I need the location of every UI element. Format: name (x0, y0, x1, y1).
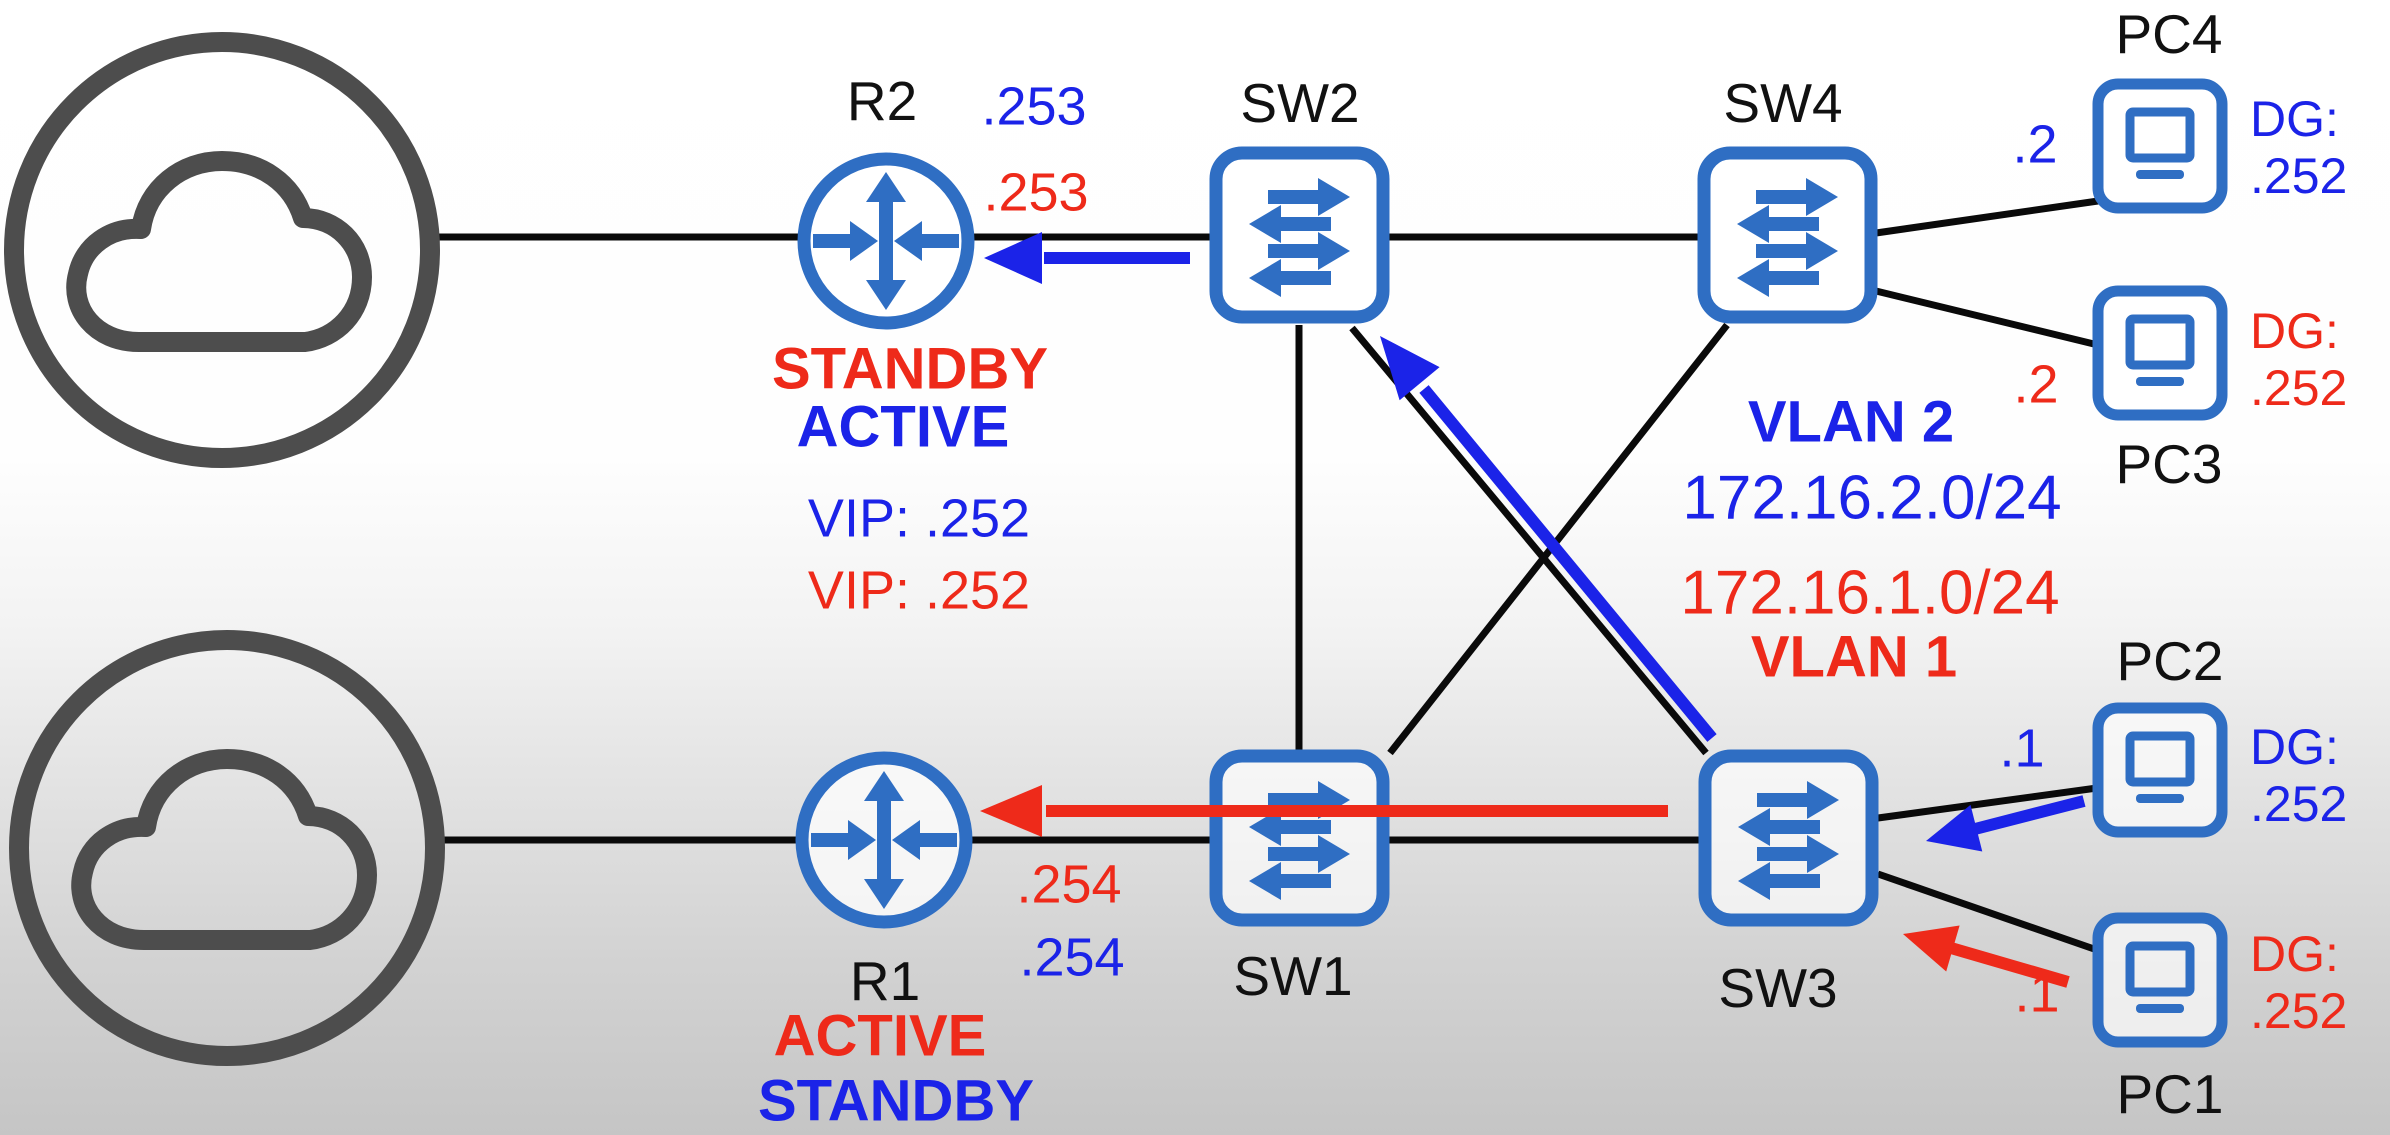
vlan1-subnet: 172.16.1.0/24 (1680, 558, 2060, 628)
switch-sw2-node (1208, 145, 1391, 325)
pc3-ip: .2 (2013, 354, 2059, 415)
pc-icon (2092, 285, 2228, 421)
router-r2-node (795, 150, 977, 332)
pc1-label: PC1 (2116, 1063, 2224, 1126)
switch-icon (1209, 749, 1390, 927)
r1-role-active: ACTIVE (773, 1003, 987, 1069)
switch-sw3-node (1697, 748, 1880, 928)
cloud-top-node (4, 32, 440, 468)
r2-vip-red: VIP: .252 (807, 560, 1031, 621)
vlan1-name: VLAN 1 (1750, 624, 1958, 690)
pc3-dg-label: DG: (2250, 303, 2339, 359)
pc1-dg: DG: .252 (2250, 926, 2347, 1040)
cloud-icon (9, 630, 445, 1066)
blue-arrow-sw2-to-r2 (984, 232, 1190, 284)
pc3-dg-value: .252 (2250, 360, 2348, 416)
vlan2-subnet: 172.16.2.0/24 (1682, 463, 2062, 533)
pc1-dg-label: DG: (2250, 926, 2339, 982)
pc4-dg: DG: .252 (2250, 91, 2347, 205)
r1-role-standby: STANDBY (757, 1068, 1035, 1134)
blue-arrow-sw3-to-sw2 (1380, 336, 1717, 742)
blue-arrow-pc2-to-sw3 (1926, 795, 2086, 852)
link-sw3-pc1 (1876, 870, 2099, 954)
sw2-label: SW2 (1240, 72, 1360, 135)
sw1-label: SW1 (1233, 945, 1353, 1008)
r2-role-standby: STANDBY (771, 336, 1049, 402)
pc2-node (2092, 702, 2228, 838)
r2-vip-blue: VIP: .252 (807, 488, 1031, 549)
pc2-dg: DG: .252 (2250, 719, 2347, 833)
pc-icon (2092, 912, 2228, 1048)
r1-label: R1 (849, 950, 921, 1013)
pc4-ip: .2 (2012, 114, 2058, 175)
pc4-node (2092, 78, 2228, 214)
link-sw2-sw3-cross (1349, 325, 1709, 756)
red-arrow-sw3-to-r1 (980, 785, 1668, 837)
red-arrow-pc1-to-sw3 (1903, 925, 2070, 988)
switch-icon (1697, 146, 1878, 324)
switch-icon (1209, 146, 1390, 324)
r2-role-active: ACTIVE (796, 394, 1010, 460)
pc2-dg-label: DG: (2250, 719, 2339, 775)
switch-sw4-node (1696, 145, 1879, 325)
cloud-bottom-node (9, 630, 445, 1066)
pc-icon (2092, 702, 2228, 838)
vlan2-name: VLAN 2 (1747, 389, 1955, 455)
pc4-label: PC4 (2115, 3, 2223, 66)
cloud-icon (4, 32, 440, 468)
pc4-dg-label: DG: (2250, 91, 2339, 147)
pc1-dg-value: .252 (2250, 983, 2348, 1039)
sw4-label: SW4 (1723, 72, 1843, 135)
pc2-dg-value: .252 (2250, 776, 2348, 832)
switch-icon (1698, 749, 1879, 927)
sw3-label: SW3 (1718, 957, 1838, 1020)
router-r1-node (793, 749, 975, 931)
router-icon (795, 751, 973, 929)
pc2-ip: .1 (1999, 718, 2045, 779)
link-sw4-sw1-cross (1387, 322, 1730, 756)
switch-sw1-node (1208, 748, 1391, 928)
pc4-dg-value: .252 (2250, 148, 2348, 204)
link-sw4-pc4 (1875, 197, 2099, 237)
pc2-label: PC2 (2116, 630, 2224, 693)
pc3-node (2092, 285, 2228, 421)
pc3-label: PC3 (2115, 433, 2223, 496)
router-icon (797, 152, 975, 330)
pc3-dg: DG: .252 (2250, 303, 2347, 417)
r2-ip-red: .253 (983, 162, 1089, 223)
r2-ip-blue: .253 (981, 76, 1087, 137)
pc1-node (2092, 912, 2228, 1048)
link-sw3-pc2 (1877, 784, 2098, 822)
pc-icon (2092, 78, 2228, 214)
r1-ip-blue: .254 (1019, 927, 1125, 988)
link-sw4-pc3 (1875, 287, 2099, 349)
r2-label: R2 (846, 70, 918, 133)
r1-ip-red: .254 (1016, 854, 1122, 915)
